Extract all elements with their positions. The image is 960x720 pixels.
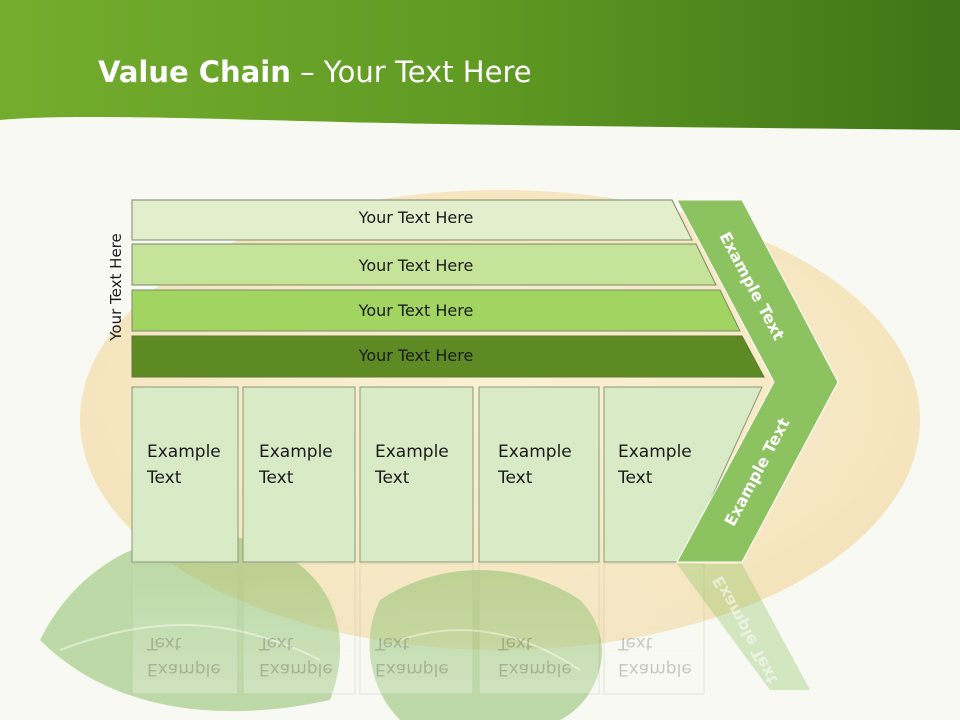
cell-2-line-1: Example: [259, 442, 333, 462]
cell-1-box: [131, 386, 239, 563]
title-bold: Value Chain: [98, 55, 291, 89]
cell-4-reflection: Example Text: [498, 630, 598, 682]
cell-5-line-1: Example: [618, 442, 692, 462]
cell-4-reflection-line-2: Text: [498, 633, 533, 653]
cell-1-reflection-line-1: Example: [147, 659, 221, 679]
title-rest: – Your Text Here: [290, 55, 532, 89]
cell-1-reflection: Example Text: [147, 630, 247, 682]
bar-3-label: Your Text Here: [358, 301, 474, 320]
bar-1-label: Your Text Here: [358, 208, 474, 227]
cell-2-reflection-line-1: Example: [259, 659, 333, 679]
cell-1-reflection-line-2: Text: [147, 633, 182, 653]
cell-1-line-1: Example: [147, 442, 221, 462]
bar-1-shape: [131, 199, 693, 241]
cell-3-reflection-line-1: Example: [375, 659, 449, 679]
cell-4-line-2: Text: [498, 468, 533, 488]
side-label: Your Text Here: [107, 233, 125, 341]
cell-1-line-2: Text: [147, 468, 182, 488]
cell-2-box: [242, 386, 356, 563]
bar-4-label: Your Text Here: [358, 346, 474, 365]
cell-5-reflection-line-1: Example: [618, 659, 692, 679]
cell-5-reflection: Example Text: [618, 630, 718, 682]
cell-3-line-1: Example: [375, 442, 449, 462]
cell-2-reflection: Example Text: [259, 630, 359, 682]
cell-4-line-1: Example: [498, 442, 572, 462]
slide-title: Value Chain – Your Text Here: [98, 55, 532, 89]
bar-4-shape: [131, 335, 765, 378]
cell-3-reflection-line-2: Text: [375, 633, 410, 653]
cell-4-reflection-line-1: Example: [498, 659, 572, 679]
cell-5-line-2: Text: [618, 468, 653, 488]
cell-2-line-2: Text: [259, 468, 294, 488]
cells-reflection: [131, 563, 705, 695]
bar-3-shape: [131, 289, 741, 332]
cell-5-reflection-line-2: Text: [618, 633, 653, 653]
header-band: [0, 0, 960, 130]
cell-3-reflection: Example Text: [375, 630, 475, 682]
cell-2-reflection-line-2: Text: [259, 633, 294, 653]
bar-2-label: Your Text Here: [358, 256, 474, 275]
cell-3-line-2: Text: [375, 468, 410, 488]
bar-2-shape: [131, 243, 717, 286]
value-chain-arrow-reflection: [677, 564, 810, 690]
cell-4-box: [478, 386, 600, 563]
value-chain-arrow: [676, 199, 839, 563]
cell-3-box: [359, 386, 474, 563]
